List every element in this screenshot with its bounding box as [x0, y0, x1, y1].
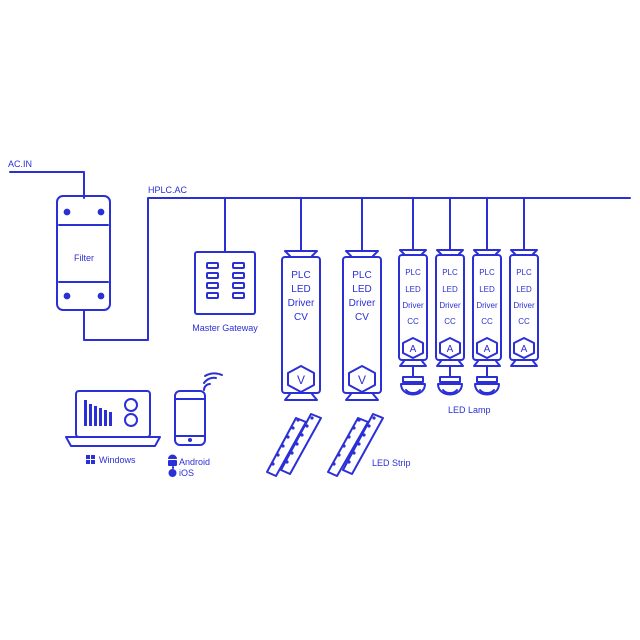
cc-badge-3: A	[484, 344, 491, 355]
led-strip-label: LED Strip	[372, 458, 411, 468]
cv-driver-2-line-1: PLC	[352, 270, 371, 281]
cc-driver-4-line-1: PLC	[516, 268, 532, 277]
windows-logo-icon	[86, 455, 95, 464]
cv-badge-2: V	[358, 373, 366, 387]
phone-icon	[174, 390, 206, 446]
ac-in-wire	[9, 171, 85, 199]
cc-badge-2: A	[447, 344, 454, 355]
filter-label: Filter	[74, 253, 94, 263]
gateway-panel-icon	[194, 251, 256, 315]
laptop-icon	[65, 390, 161, 447]
ac-in-label: AC.IN	[8, 159, 32, 169]
cv-driver-2-line-3: Driver	[349, 298, 376, 309]
wifi-icon	[203, 372, 223, 391]
led-lamp-label: LED Lamp	[448, 405, 491, 415]
hplc-ac-label: HPLC.AC	[148, 185, 188, 195]
led-lamp-icon	[474, 365, 500, 396]
windows-label: Windows	[99, 455, 136, 465]
cv-driver-1-line-2: LED	[291, 284, 310, 295]
android-logo-icon	[168, 454, 177, 466]
cv-driver-2-line-2: LED	[352, 284, 371, 295]
led-strip-icon	[266, 413, 322, 477]
cc-driver-4-line-3: Driver	[513, 301, 535, 310]
cc-driver-4-line-4: CC	[518, 317, 530, 326]
led-lamp-icon	[437, 365, 463, 396]
cc-driver-2-line-4: CC	[444, 317, 456, 326]
filter-icon	[56, 195, 111, 311]
ios-label: iOS	[179, 468, 194, 478]
cv-driver-1-line-3: Driver	[288, 298, 315, 309]
android-label: Android	[179, 457, 210, 467]
cv-driver-2-line-4: CV	[355, 312, 369, 323]
cv-badge-1: V	[297, 373, 305, 387]
cc-driver-3-line-4: CC	[481, 317, 493, 326]
cv-driver-1-line-4: CV	[294, 312, 308, 323]
cc-badge-4: A	[521, 344, 528, 355]
cc-driver-2-line-2: LED	[442, 285, 458, 294]
cc-driver-3-line-3: Driver	[476, 301, 498, 310]
apple-logo-icon	[168, 466, 177, 477]
cc-driver-1-line-2: LED	[405, 285, 421, 294]
cv-driver-1-line-1: PLC	[291, 270, 310, 281]
cc-driver-4-line-2: LED	[516, 285, 532, 294]
cc-driver-1-line-4: CC	[407, 317, 419, 326]
cc-driver-3-line-2: LED	[479, 285, 495, 294]
cc-badge-1: A	[410, 344, 417, 355]
cc-driver-2-line-3: Driver	[439, 301, 461, 310]
cc-driver-4	[509, 249, 539, 367]
master-gateway-label: Master Gateway	[192, 323, 258, 333]
cc-driver-1-line-3: Driver	[402, 301, 424, 310]
cv-driver-1	[281, 250, 321, 401]
hplc-bus-wire	[83, 197, 631, 341]
cc-driver-1-line-1: PLC	[405, 268, 421, 277]
led-strip-dots	[271, 416, 376, 466]
cc-driver-3-line-1: PLC	[479, 268, 495, 277]
cv-driver-2	[342, 250, 382, 401]
cc-driver-2-line-1: PLC	[442, 268, 458, 277]
led-lamp-icon	[400, 365, 426, 396]
